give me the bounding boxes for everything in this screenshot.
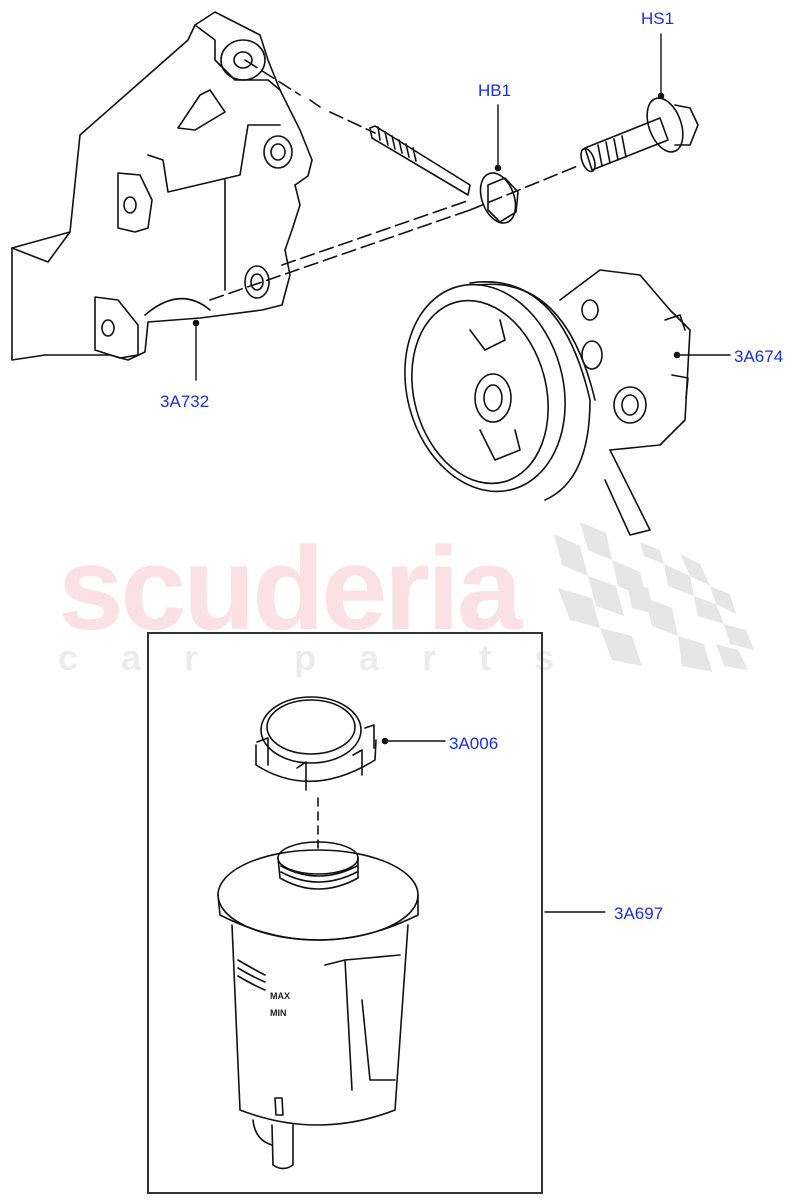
watermark-tagline: car parts xyxy=(58,637,598,678)
bolt-hs1-part xyxy=(580,97,699,173)
min-marking: MIN xyxy=(270,1008,287,1018)
fluid-reservoir-part xyxy=(217,841,419,1170)
reservoir-cap-part xyxy=(255,696,377,791)
callout-3a674[interactable]: 3A674 xyxy=(734,347,784,366)
max-marking: MAX xyxy=(270,991,290,1001)
callout-hb1[interactable]: HB1 xyxy=(478,81,512,100)
callout-hs1[interactable]: HS1 xyxy=(641,9,675,28)
callout-3a697[interactable]: 3A697 xyxy=(614,904,664,923)
mounting-bracket-part xyxy=(11,11,313,361)
power-steering-pump-part xyxy=(404,269,691,536)
callout-3a732[interactable]: 3A732 xyxy=(160,392,210,411)
callout-3a006[interactable]: 3A006 xyxy=(449,734,499,753)
checkered-flag-watermark-icon xyxy=(554,522,754,672)
reservoir-group-box xyxy=(147,632,543,1194)
bolt-hb1-part xyxy=(369,125,519,224)
watermark-brand: scuderia xyxy=(58,523,522,655)
